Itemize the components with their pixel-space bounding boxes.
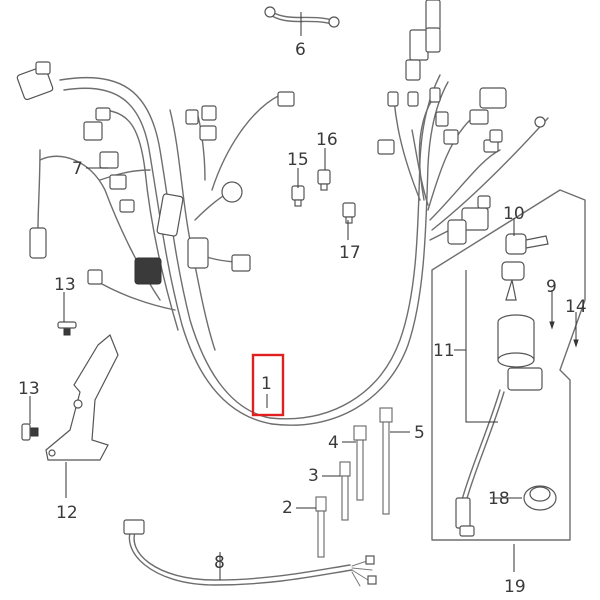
bolt-part-13-upper[interactable] bbox=[57, 321, 77, 336]
pin-part-9[interactable] bbox=[549, 310, 555, 330]
part-number-6[interactable]: 6 bbox=[295, 40, 306, 60]
harness-connectors-right bbox=[377, 0, 546, 245]
harness-connectors-left bbox=[16, 61, 295, 285]
fuse-part-17[interactable] bbox=[342, 202, 356, 224]
part-number-15[interactable]: 15 bbox=[287, 150, 309, 170]
main-wiring-harness-part-1[interactable] bbox=[37, 74, 549, 426]
key-part-10[interactable] bbox=[501, 233, 549, 301]
ground-strap-part-6[interactable] bbox=[264, 6, 340, 28]
cable-tie-part-3[interactable] bbox=[339, 461, 351, 521]
part-number-18[interactable]: 18 bbox=[488, 489, 510, 509]
pin-part-14[interactable] bbox=[573, 328, 579, 348]
cable-tie-part-5[interactable] bbox=[379, 407, 393, 515]
part-number-1[interactable]: 1 bbox=[261, 374, 272, 394]
sub-harness-part-8[interactable] bbox=[123, 519, 377, 587]
part-number-3[interactable]: 3 bbox=[308, 466, 319, 486]
part-number-17[interactable]: 17 bbox=[339, 243, 361, 263]
selected-part-highlight bbox=[251, 353, 285, 417]
part-number-9[interactable]: 9 bbox=[546, 277, 557, 297]
part-number-13-lower[interactable]: 13 bbox=[18, 379, 40, 399]
ignition-lock-part-11[interactable] bbox=[455, 314, 543, 537]
leader-lines bbox=[29, 12, 577, 580]
fuse-part-16[interactable] bbox=[317, 169, 331, 191]
part-number-13-upper[interactable]: 13 bbox=[54, 275, 76, 295]
cable-tie-part-2[interactable] bbox=[315, 496, 327, 558]
part-number-11[interactable]: 11 bbox=[433, 341, 455, 361]
part-number-8[interactable]: 8 bbox=[214, 553, 225, 573]
fuse-part-15[interactable] bbox=[291, 185, 305, 207]
part-number-12[interactable]: 12 bbox=[56, 503, 78, 523]
part-number-14[interactable]: 14 bbox=[565, 297, 587, 317]
part-number-7[interactable]: 7 bbox=[72, 159, 83, 179]
part-number-4[interactable]: 4 bbox=[328, 433, 339, 453]
bracket-part-12[interactable] bbox=[45, 334, 119, 461]
part-number-10[interactable]: 10 bbox=[503, 204, 525, 224]
part-number-19[interactable]: 19 bbox=[504, 577, 526, 597]
cap-part-18[interactable] bbox=[523, 485, 557, 511]
ignition-switch-assembly-part-19[interactable] bbox=[431, 189, 586, 541]
bolt-part-13-lower[interactable] bbox=[21, 423, 39, 441]
part-number-5[interactable]: 5 bbox=[414, 423, 425, 443]
part-number-16[interactable]: 16 bbox=[316, 130, 338, 150]
cable-tie-part-4[interactable] bbox=[353, 425, 367, 501]
part-number-2[interactable]: 2 bbox=[282, 498, 293, 518]
